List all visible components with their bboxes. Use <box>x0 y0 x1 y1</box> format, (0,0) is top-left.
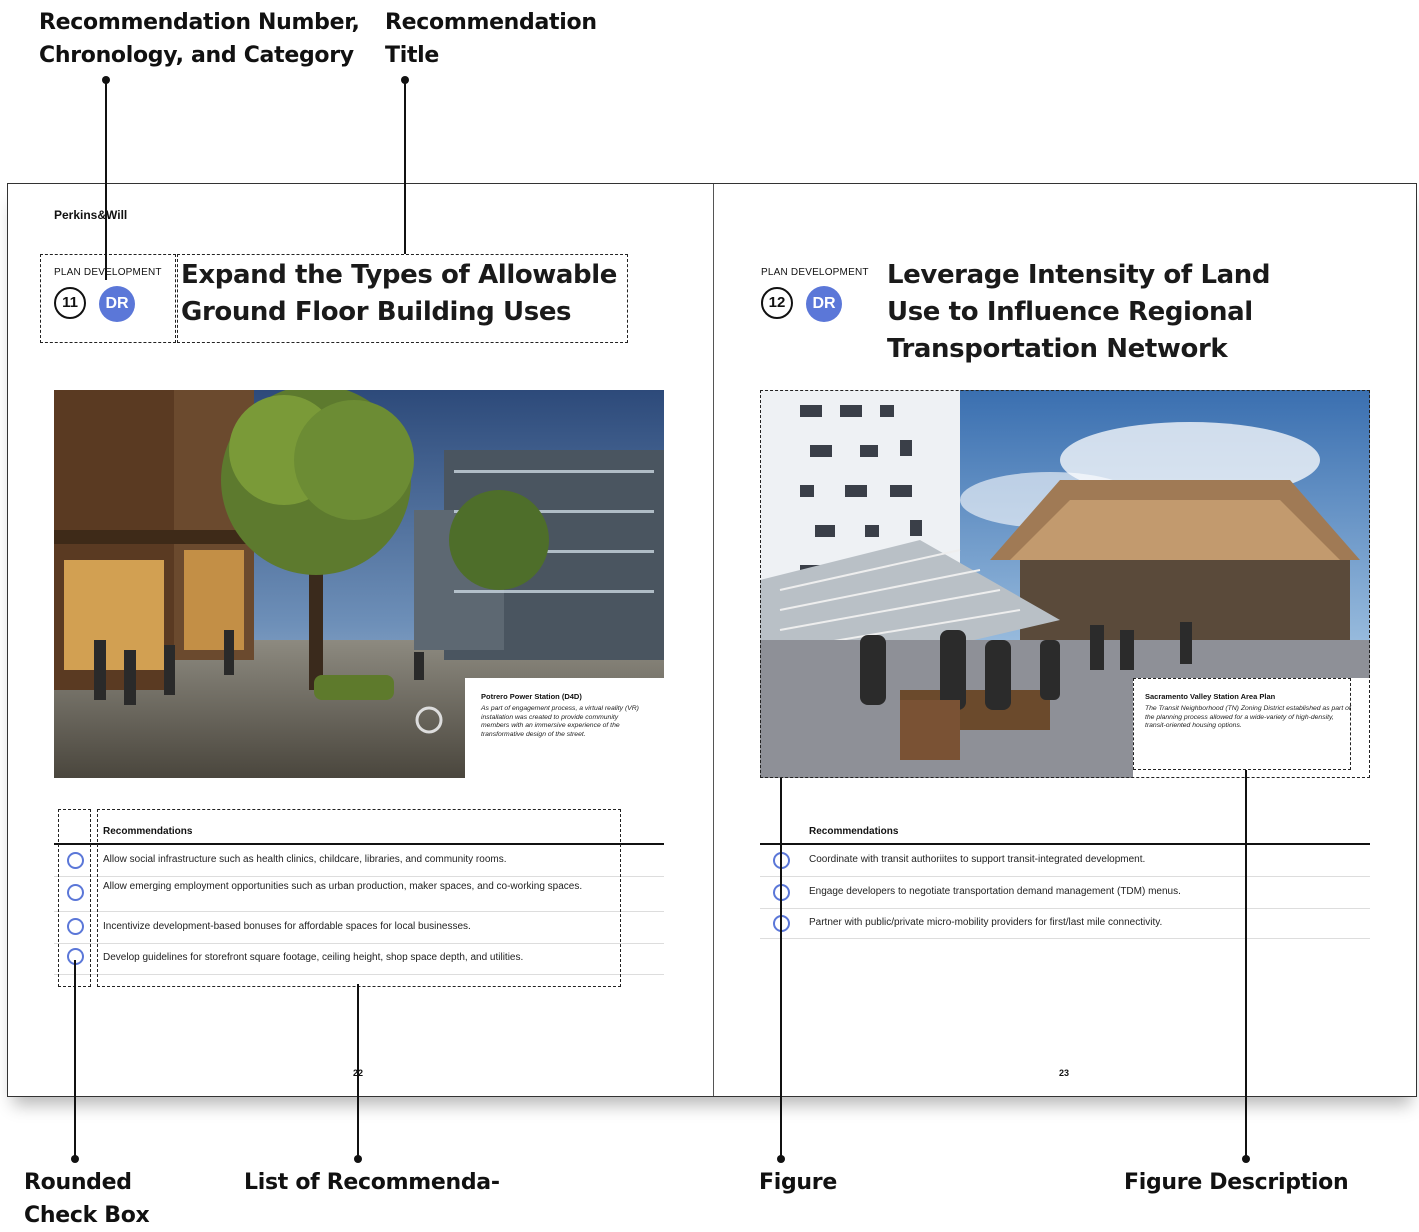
leader-dot <box>1242 1155 1250 1163</box>
figure-caption: Potrero Power Station (D4D) As part of e… <box>465 678 664 778</box>
recommendations-heading: Recommendations <box>103 826 193 837</box>
category-label: PLAN DEVELOPMENT <box>761 267 869 278</box>
callout-number-category: Recommendation Number, Chronology, and C… <box>39 10 360 68</box>
number-category-outline <box>40 254 176 343</box>
rounded-check-box[interactable] <box>67 884 84 901</box>
leader-dot <box>777 1155 785 1163</box>
recommendation-row: Engage developers to negotiate transport… <box>760 877 1370 909</box>
leader-line <box>357 984 359 1158</box>
figure-caption-title: Potrero Power Station (D4D) <box>481 692 582 701</box>
recommendation-title: Expand the Types of Allowable Ground Flo… <box>181 260 618 327</box>
recommendation-row: Allow emerging employment opportunities … <box>54 877 664 912</box>
rounded-check-box[interactable] <box>67 918 84 935</box>
callout-figure: Figure <box>759 1170 837 1195</box>
callout-check-box: Rounded Check Box <box>24 1170 150 1228</box>
title-outline <box>177 254 628 343</box>
figure-description-outline <box>1133 678 1351 770</box>
recommendation-title: Leverage Intensity of Land Use to Influe… <box>887 260 1271 364</box>
callout-title: Recommendation Title <box>385 10 597 68</box>
recommendation-text: Engage developers to negotiate transport… <box>809 886 1181 897</box>
recommendation-text: Allow emerging employment opportunities … <box>103 881 583 892</box>
recommendations-rule <box>54 843 664 845</box>
leader-line <box>74 960 76 1158</box>
recommendation-row: Partner with public/private micro-mobili… <box>760 909 1370 939</box>
recommendation-row: Incentivize development-based bonuses fo… <box>54 912 664 944</box>
recommendation-text: Develop guidelines for storefront square… <box>103 952 524 963</box>
document-spread: Perkins&Will PLAN DEVELOPMENT 11 DR Expa… <box>7 183 1417 1097</box>
category-label: PLAN DEVELOPMENT <box>54 267 162 278</box>
recommendation-text: Allow social infrastructure such as heal… <box>103 854 507 865</box>
figure-station-rendering: Sacramento Valley Station Area Plan The … <box>760 390 1370 778</box>
recommendation-row: Allow social infrastructure such as heal… <box>54 845 664 877</box>
leader-dot <box>354 1155 362 1163</box>
recommendation-number: 11 <box>54 287 86 319</box>
recommendation-number: 12 <box>761 287 793 319</box>
figure-caption-body: The Transit Neighborhood (TN) Zoning Dis… <box>1145 705 1351 730</box>
leader-line <box>105 80 107 280</box>
figure-street-rendering: Potrero Power Station (D4D) As part of e… <box>54 390 664 778</box>
callout-figure-description: Figure Description <box>1124 1170 1349 1195</box>
category-badge: DR <box>806 286 842 322</box>
recommendation-text: Coordinate with transit authoriites to s… <box>809 854 1146 865</box>
figure-caption: Sacramento Valley Station Area Plan The … <box>1133 678 1370 778</box>
recommendations-heading: Recommendations <box>809 826 899 837</box>
callout-list: List of Recommenda- <box>244 1170 500 1195</box>
rounded-check-box[interactable] <box>67 852 84 869</box>
recommendation-text: Partner with public/private micro-mobili… <box>809 917 1163 928</box>
recommendations-rule <box>760 843 1370 845</box>
recommendation-list-outline <box>97 809 621 987</box>
recommendation-row: Coordinate with transit authoriites to s… <box>760 845 1370 877</box>
figure-caption-title: Sacramento Valley Station Area Plan <box>1145 692 1276 701</box>
leader-line <box>780 778 782 1158</box>
figure-outline <box>760 390 1370 778</box>
page-gutter <box>713 184 714 1096</box>
leader-dot <box>71 1155 79 1163</box>
station-rendering-image <box>760 390 1370 778</box>
recommendation-text: Incentivize development-based bonuses fo… <box>103 921 471 932</box>
leader-line <box>404 80 406 254</box>
figure-caption-body: As part of engagement process, a virtual… <box>481 705 639 738</box>
page-number: 23 <box>1059 1068 1070 1078</box>
brand-logo: Perkins&Will <box>54 208 128 222</box>
leader-line <box>1245 770 1247 1158</box>
category-badge: DR <box>99 286 135 322</box>
